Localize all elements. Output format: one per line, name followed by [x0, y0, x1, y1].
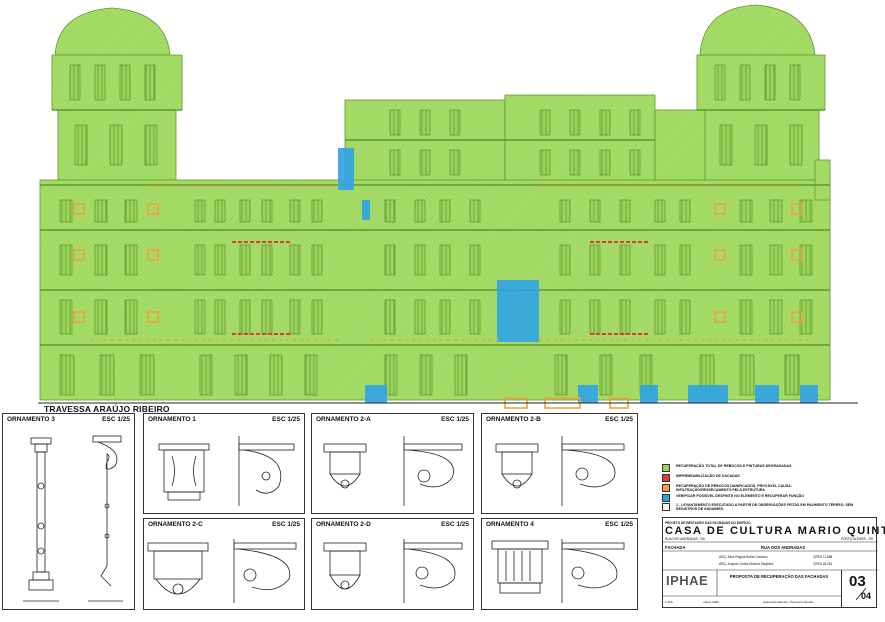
ornament-2b-drawing: [495, 436, 625, 506]
street-label-travessa: TRAVESSA ARAÚJO RIBEIRO: [44, 404, 170, 414]
ornament-2a-drawing: [323, 436, 463, 506]
legend-label: VERIFICAR POSSÍVEL DESPINTE NO ELEMENTO …: [676, 494, 805, 498]
iphae-logo: IPHAE: [666, 573, 709, 588]
building-address: RUA DOS ANDRADAS, 736: [665, 537, 705, 541]
ornament-2c-panel: ORNAMENTO 2-C ESC 1/25: [143, 518, 305, 610]
building-title: CASA DE CULTURA MARIO QUINTANA: [665, 525, 885, 537]
ornament-1-drawing: [158, 436, 295, 506]
ornament-scale: ESC 1/25: [272, 416, 300, 423]
proposal-title: PROPOSTA DE RECUPERAÇÃO DAS FACHADAS: [729, 574, 829, 579]
legend-label: RECUPERAÇÃO TOTAL DE REBOCOS E PINTURAS …: [676, 464, 793, 468]
legend-swatch: [662, 464, 670, 472]
legend-swatch: [662, 484, 670, 492]
facade-elevation: [38, 4, 858, 409]
ornament-title: ORNAMENTO 2-A: [316, 416, 371, 423]
legend-swatch: [662, 494, 670, 502]
title-block-rules: [663, 541, 878, 597]
ornament-1-panel: ORNAMENTO 1 ESC 1/25: [143, 413, 305, 514]
ornament-3-drawing: [23, 435, 123, 602]
ornament-title: ORNAMENTO 2-D: [316, 521, 371, 528]
ornament-scale: ESC 1/25: [605, 521, 633, 528]
ornament-title: ORNAMENTO 1: [148, 416, 196, 423]
sheet-total: 04: [861, 591, 872, 601]
blue-damage-zones: [338, 148, 818, 403]
ornament-2d-panel: ORNAMENTO 2-D ESC 1/25: [311, 518, 474, 610]
drafted-by: Aparecido Mendes / Áurea Fernandes: [763, 600, 814, 604]
ornament-title: ORNAMENTO 2-C: [148, 521, 203, 528]
author-2: ARQ. Arquea Corrêa Silveira Siegfried: [719, 562, 774, 566]
red-balcony-marks: [232, 241, 648, 335]
legend-item: RECUPERAÇÃO TOTAL DE REBOCOS E PINTURAS …: [662, 464, 792, 472]
ornament-2a-panel: ORNAMENTO 2-A ESC 1/25: [311, 413, 474, 514]
ornament-3-panel: ORNAMENTO 3 ESC 1/25: [2, 413, 135, 610]
sheet-number-box: 03 04: [841, 570, 877, 607]
cornice-lines: [40, 109, 830, 346]
sheet-divider: [855, 587, 867, 601]
drawing-description: FACHADA: [665, 545, 686, 550]
ornament-scale: ESC 1/25: [441, 416, 469, 423]
date-value: março 2009: [703, 600, 719, 604]
ornament-scale: ESC 1/25: [441, 521, 469, 528]
crea-1: CREA 71.888: [813, 555, 833, 559]
window-grid: [59, 64, 813, 396]
ornament-scale: ESC 1/25: [605, 416, 633, 423]
legend-item: 1 - LEVANTAMENTO EXECUTADO A PARTIR DE O…: [662, 503, 866, 511]
title-block: PROJETO DE RESTAURO DAS FACHADAS DO EDIF…: [662, 517, 885, 608]
scale-value: 1:200: [665, 600, 673, 604]
ornament-title: ORNAMENTO 2-B: [486, 416, 541, 423]
sheet-number: 03: [849, 573, 866, 590]
ornament-4-panel: ORNAMENTO 4 ESC 1/25: [481, 518, 638, 610]
ornament-scale: ESC 1/25: [102, 416, 130, 423]
legend-item: IMPERMEABILIZAÇÃO DE SACADAS: [662, 474, 740, 482]
legend-label: 1 - LEVANTAMENTO EXECUTADO A PARTIR DE O…: [676, 503, 854, 512]
ornament-4-drawing: [491, 539, 625, 603]
author-1: ARQ. Alice Regina Botão Cardoso: [719, 555, 768, 559]
ornament-2c-drawing: [147, 539, 297, 603]
building-city: PORTO ALEGRE - RS: [840, 537, 873, 541]
drawing-street: RUA DOS ANDRADAS: [761, 545, 806, 550]
orange-cornice-marks: [90, 185, 810, 341]
legend-swatch: [662, 474, 670, 482]
legend-swatch: [662, 503, 670, 511]
ornament-2d-drawing: [323, 539, 463, 603]
legend-item: VERIFICAR POSSÍVEL DESPINTE NO ELEMENTO …: [662, 494, 804, 502]
project-line: PROJETO DE RESTAURO DAS FACHADAS DO EDIF…: [665, 521, 751, 525]
ornament-2b-panel: ORNAMENTO 2-B ESC 1/25: [481, 413, 638, 514]
ornament-title: ORNAMENTO 3: [7, 416, 55, 423]
legend-item: RECUPERAÇÃO DE REBOCOS DANIFICADOS, PROV…: [662, 484, 846, 492]
ornament-title: ORNAMENTO 4: [486, 521, 534, 528]
legend-label: RECUPERAÇÃO DE REBOCOS DANIFICADOS, PROV…: [676, 484, 792, 493]
legend-label: IMPERMEABILIZAÇÃO DE SACADAS: [676, 474, 740, 478]
crea-2: CREA 28.261: [813, 562, 833, 566]
ornament-scale: ESC 1/25: [272, 521, 300, 528]
